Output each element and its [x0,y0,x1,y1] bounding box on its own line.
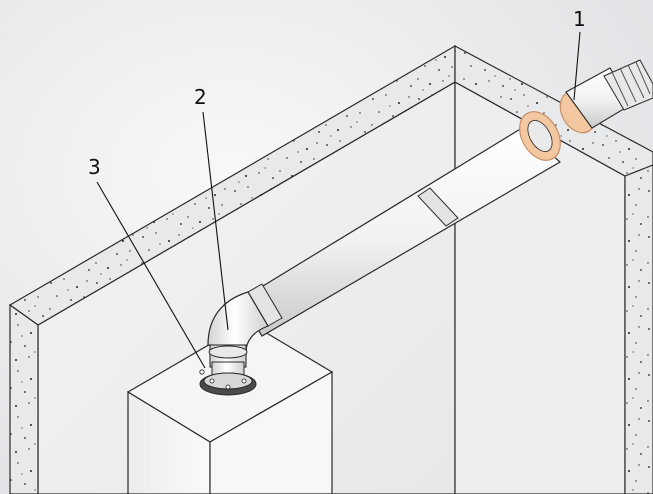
callout-labels: 1 2 3 [88,7,586,179]
leader-line-3 [96,181,206,369]
wall-right-edge [624,164,653,494]
leader-lines [96,31,581,369]
callout-2: 2 [194,85,207,109]
flue-terminal-icon [565,59,653,129]
leader-line-2 [202,111,229,331]
callout-3: 3 [88,155,101,179]
boiler-front-left [127,390,211,494]
pipe-joint-collar [417,187,459,227]
wall-left-edge [9,303,39,494]
leader-line-1 [573,31,581,101]
boiler-adapter-icon [199,361,257,396]
boiler-front-right [209,370,333,494]
callout-1: 1 [573,7,586,31]
horizontal-flue-pipe [239,127,562,337]
